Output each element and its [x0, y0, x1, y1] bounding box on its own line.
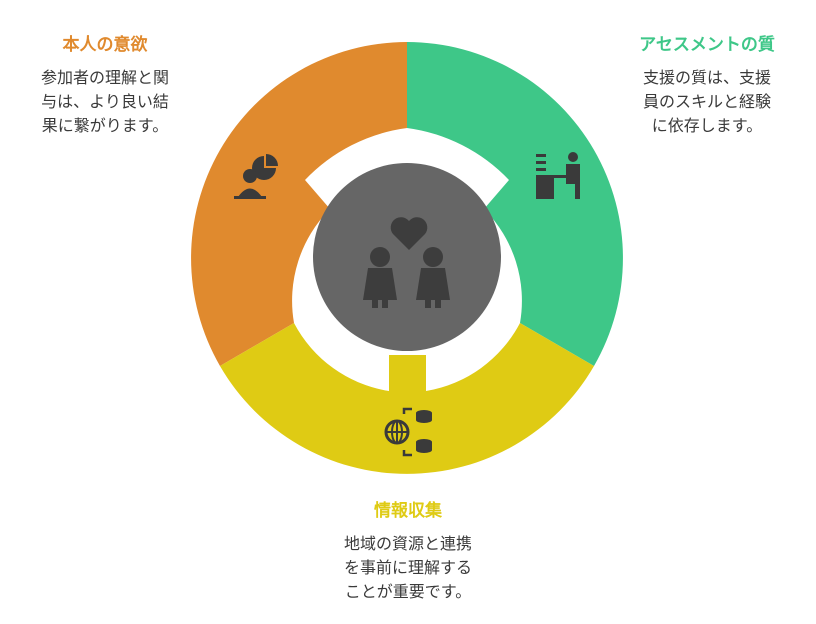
motivation-title: 本人の意欲 [62, 35, 148, 55]
assessment-description-line: 員のスキルと経験 [642, 92, 771, 111]
info-label-block: 情報収集 地域の資源と連携 を事前に理解する ことが重要です。 [298, 500, 518, 604]
person-with-pie-chart-icon [234, 154, 278, 199]
info-description-line: を事前に理解する [343, 558, 472, 577]
segment-motivation [191, 42, 407, 366]
motivation-description-line: 果に繋がります。 [41, 116, 169, 135]
info-description-line: 地域の資源と連携 [343, 534, 472, 553]
motivation-description: 参加者の理解と関 与は、より良い結 果に繋がります。 [16, 66, 194, 138]
info-description: 地域の資源と連携 を事前に理解する ことが重要です。 [298, 532, 518, 604]
globe-database-icon [384, 407, 432, 457]
segment-info [220, 323, 594, 474]
segment-assessment [407, 42, 623, 366]
assessment-title: アセスメントの質 [639, 35, 775, 55]
assessment-description-line: 支援の質は、支援 [642, 68, 771, 87]
assessment-label-block: アセスメントの質 支援の質は、支援 員のスキルと経験 に依存します。 [614, 34, 800, 138]
motivation-description-line: 与は、より良い結 [41, 92, 169, 111]
assessment-description: 支援の質は、支援 員のスキルと経験 に依存します。 [614, 66, 800, 138]
info-title: 情報収集 [374, 501, 442, 521]
info-description-line: ことが重要です。 [344, 582, 472, 601]
center-circle [313, 163, 501, 351]
motivation-label-block: 本人の意欲 参加者の理解と関 与は、より良い結 果に繋がります。 [16, 34, 194, 138]
assessment-description-line: に依存します。 [651, 116, 763, 135]
two-people-with-heart-icon [363, 217, 450, 308]
person-at-desk-icon [536, 152, 580, 199]
motivation-description-line: 参加者の理解と関 [40, 68, 169, 87]
